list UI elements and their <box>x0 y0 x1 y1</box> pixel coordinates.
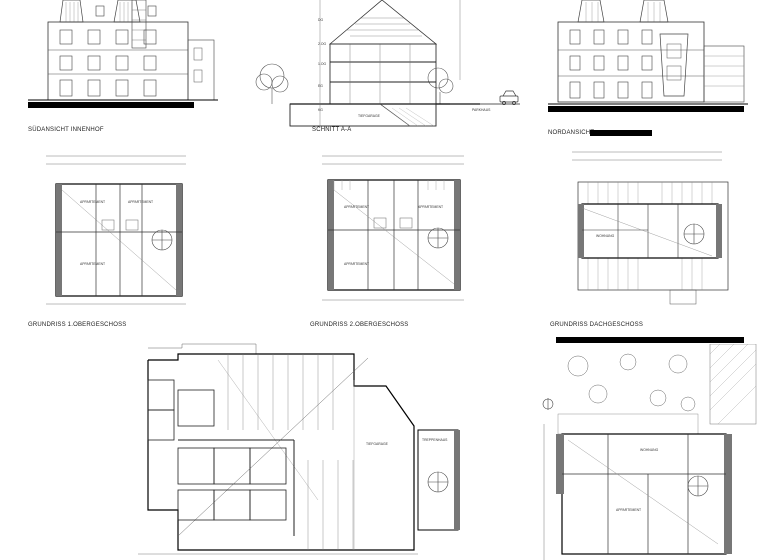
room-label-1og-a: APPARTEMENT <box>80 200 106 204</box>
room-label-2og-b: APPARTEMENT <box>418 205 444 209</box>
room-label-1og-c: APPARTEMENT <box>80 262 106 266</box>
plan-2og-title: GRUNDRISS 2.OBERGESCHOSS <box>310 322 409 328</box>
section-level-kg: KG <box>318 108 323 112</box>
room-label-tiefgarage: TIEFGARAGE <box>366 442 388 446</box>
redaction-bar-bottom <box>556 337 744 343</box>
section-level-eg: EG <box>318 84 323 88</box>
ground-line-bar <box>28 102 194 108</box>
south-elevation-title: SÜDANSICHT INNENHOF <box>28 127 104 133</box>
section-a-a-drawing <box>255 0 520 127</box>
staircase-icon <box>151 229 173 251</box>
ground-floor-plan-drawing <box>542 344 757 560</box>
room-label-eg-apartment: APPARTEMENT <box>616 508 642 512</box>
redaction-bar <box>590 130 652 136</box>
plan-dg-title: GRUNDRISS DACHGESCHOSS <box>550 322 644 328</box>
room-label-1og-b: APPARTEMENT <box>128 200 154 204</box>
room-label-treppenhaus: TREPPENHAUS <box>422 438 448 442</box>
north-arrow-icon <box>542 398 554 410</box>
basement-plan-drawing <box>138 343 460 555</box>
section-note-parkhaus: PARKHAUS <box>472 108 491 112</box>
section-level-1og: 1.OG <box>318 62 327 66</box>
section-title: SCHNITT A-A <box>312 127 352 133</box>
plan-1og-title: GRUNDRISS 1.OBERGESCHOSS <box>28 322 127 328</box>
room-label-dg-wohnung: WOHNUNG <box>596 234 615 238</box>
section-level-dg: DG <box>318 18 324 22</box>
staircase-icon <box>427 471 449 493</box>
plan-dg-drawing <box>572 151 729 305</box>
north-elevation-drawing <box>548 0 748 105</box>
section-level-2og: 2.OG <box>318 42 327 46</box>
room-label-eg-wohnung-a: WOHNUNG <box>640 448 659 452</box>
tree-icon <box>255 63 289 104</box>
section-note-tiefgarage: TIEFGARAGE <box>358 114 380 118</box>
north-elevation-title: NORDANSICHT <box>548 130 595 136</box>
plan-1og-drawing <box>46 155 186 305</box>
south-elevation-drawing <box>28 0 218 101</box>
plan-2og-drawing <box>322 155 464 301</box>
room-label-2og-c: APPARTEMENT <box>344 262 370 266</box>
room-label-2og-a: APPARTEMENT <box>344 205 370 209</box>
car-icon <box>499 90 519 105</box>
north-ground-bar <box>548 106 744 112</box>
